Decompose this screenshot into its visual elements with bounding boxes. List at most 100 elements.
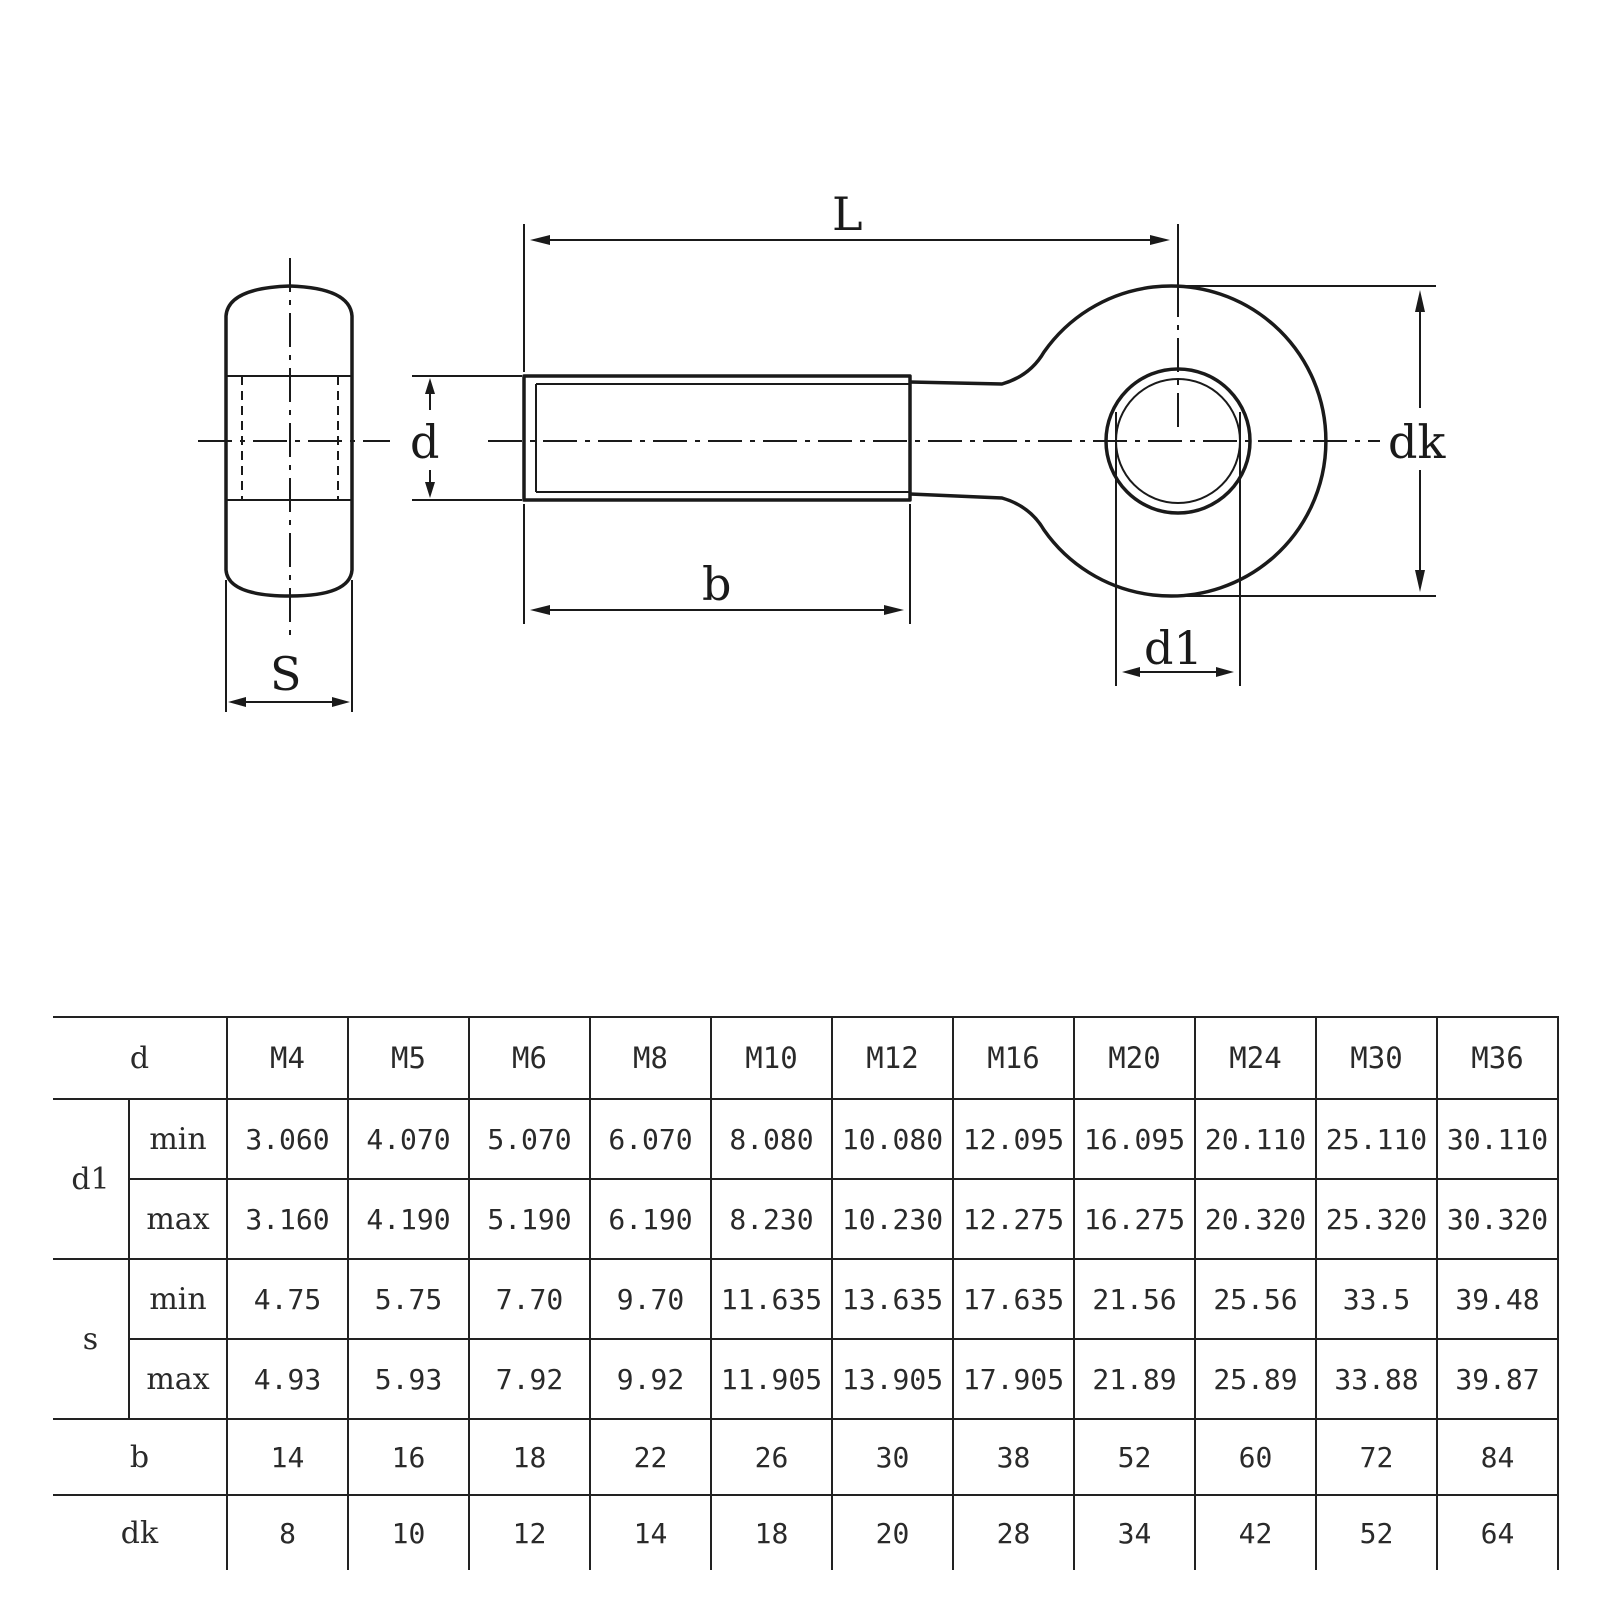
size-header: M5 [347,1016,470,1100]
table-cell: 8.080 [710,1098,833,1180]
table-cell: 9.70 [589,1258,712,1340]
table-cell: 18 [710,1494,833,1570]
table-cell: 4.190 [347,1178,470,1260]
sub-label: max [128,1338,228,1420]
sub-label: max [128,1178,228,1260]
table-cell: 16.095 [1073,1098,1196,1180]
table-cell: 17.635 [952,1258,1075,1340]
table-cell: 12 [468,1494,591,1570]
table-cell: 10 [347,1494,470,1570]
table-cell: 14 [226,1418,349,1496]
table-cell: 16 [347,1418,470,1496]
dimension-label-b: b [702,557,731,611]
table-cell: 13.905 [831,1338,954,1420]
table-cell: 20 [831,1494,954,1570]
table-cell: 39.87 [1436,1338,1559,1420]
table-cell: 12.095 [952,1098,1075,1180]
row-label: dk [53,1494,228,1570]
table-cell: 21.56 [1073,1258,1196,1340]
table-cell: 30.110 [1436,1098,1559,1180]
table-cell: 20.110 [1194,1098,1317,1180]
header-label-d: d [53,1016,228,1100]
table-cell: 5.93 [347,1338,470,1420]
table-cell: 6.190 [589,1178,712,1260]
table-cell: 28 [952,1494,1075,1570]
table-cell: 30 [831,1418,954,1496]
front-view: d L b dk [410,187,1446,686]
table-cell: 6.070 [589,1098,712,1180]
table-cell: 8.230 [710,1178,833,1260]
table-cell: 4.070 [347,1098,470,1180]
dimension-label-dk: dk [1388,415,1446,469]
sub-label: min [128,1258,228,1340]
table-cell: 11.635 [710,1258,833,1340]
dimension-label-d1: d1 [1144,621,1203,675]
size-header: M30 [1315,1016,1438,1100]
size-header: M10 [710,1016,833,1100]
size-header: M6 [468,1016,591,1100]
table-cell: 25.89 [1194,1338,1317,1420]
table-cell: 52 [1315,1494,1438,1570]
table-cell: 5.070 [468,1098,591,1180]
table-cell: 4.93 [226,1338,349,1420]
size-header: M4 [226,1016,349,1100]
table-cell: 30.320 [1436,1178,1559,1260]
table-cell: 16.275 [1073,1178,1196,1260]
table-cell: 26 [710,1418,833,1496]
group-label: d1 [53,1098,130,1260]
eye-bolt-drawing: S d L b [198,187,1446,712]
table-cell: 33.88 [1315,1338,1438,1420]
table-cell: 84 [1436,1418,1559,1496]
dimension-label-l: L [832,187,863,241]
table-cell: 25.320 [1315,1178,1438,1260]
table-cell: 10.230 [831,1178,954,1260]
row-label: b [53,1418,228,1496]
table-cell: 13.635 [831,1258,954,1340]
table-cell: 20.320 [1194,1178,1317,1260]
group-label: s [53,1258,130,1420]
table-cell: 12.275 [952,1178,1075,1260]
dimension-label-d: d [410,415,439,469]
table-cell: 60 [1194,1418,1317,1496]
table-cell: 33.5 [1315,1258,1438,1340]
table-cell: 5.75 [347,1258,470,1340]
sub-label: min [128,1098,228,1180]
table-cell: 10.080 [831,1098,954,1180]
table-cell: 18 [468,1418,591,1496]
side-view: S [198,258,390,712]
table-cell: 9.92 [589,1338,712,1420]
table-cell: 64 [1436,1494,1559,1570]
size-header: M8 [589,1016,712,1100]
table-cell: 8 [226,1494,349,1570]
table-cell: 25.56 [1194,1258,1317,1340]
size-header: M16 [952,1016,1075,1100]
table-cell: 7.70 [468,1258,591,1340]
size-header: M36 [1436,1016,1559,1100]
size-header: M12 [831,1016,954,1100]
table-cell: 38 [952,1418,1075,1496]
table-cell: 21.89 [1073,1338,1196,1420]
table-cell: 7.92 [468,1338,591,1420]
table-cell: 14 [589,1494,712,1570]
table-cell: 4.75 [226,1258,349,1340]
dimension-label-s: S [270,647,302,701]
table-cell: 25.110 [1315,1098,1438,1180]
table-cell: 17.905 [952,1338,1075,1420]
table-cell: 52 [1073,1418,1196,1496]
table-cell: 11.905 [710,1338,833,1420]
table-cell: 42 [1194,1494,1317,1570]
table-cell: 22 [589,1418,712,1496]
table-cell: 39.48 [1436,1258,1559,1340]
size-header: M20 [1073,1016,1196,1100]
table-cell: 3.060 [226,1098,349,1180]
table-cell: 34 [1073,1494,1196,1570]
table-cell: 5.190 [468,1178,591,1260]
table-cell: 72 [1315,1418,1438,1496]
